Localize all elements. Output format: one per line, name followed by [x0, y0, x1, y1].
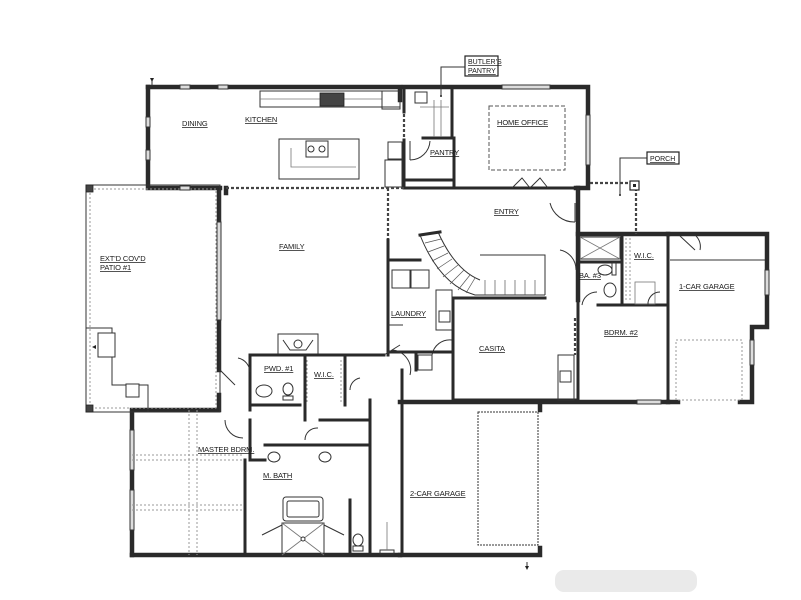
sink-icon	[255, 384, 273, 398]
butlers-pantry-label-1: BUTLER'S	[468, 59, 502, 66]
sink-icon	[603, 282, 617, 298]
laundry	[386, 238, 547, 402]
casita	[451, 249, 580, 402]
label-two-car-garage: 2-CAR GARAGE	[410, 489, 466, 498]
label-dining: DINING	[182, 119, 208, 128]
garage-door-icon	[675, 339, 743, 401]
label-home-office: HOME OFFICE	[497, 118, 548, 127]
sink-icon	[438, 310, 451, 323]
fridge-icon	[381, 90, 401, 110]
label-one-car-garage: 1-CAR GARAGE	[679, 282, 735, 291]
patio-outline	[85, 184, 221, 413]
label-wic-master: W.I.C.	[314, 370, 334, 379]
label-bath-3: BA. #3	[579, 271, 601, 280]
toilet-icon	[352, 533, 364, 547]
shower-icon	[579, 236, 621, 260]
toilet-icon	[282, 382, 294, 396]
porch	[590, 180, 640, 234]
porch-label: PORCH	[650, 156, 675, 163]
shower-icon	[281, 522, 325, 556]
label-laundry: LAUNDRY	[391, 309, 426, 318]
master-suite	[132, 353, 395, 557]
sink-icon	[267, 451, 281, 463]
one-car-garage	[670, 235, 765, 401]
label-family: FAMILY	[279, 242, 305, 251]
butlers-pantry-label-2: PANTRY	[468, 68, 496, 75]
column-icon	[85, 184, 94, 193]
home-office	[488, 105, 566, 189]
washer-icon	[391, 269, 411, 289]
bedroom-2-suite	[576, 232, 670, 404]
callouts: BUTLER'S PANTRY PORCH	[440, 55, 680, 196]
kitchen-fixtures	[259, 90, 403, 188]
sink-icon	[559, 370, 572, 383]
butlers-pantry-callout	[464, 55, 499, 77]
sink-icon	[125, 383, 140, 398]
room-labels: DINING KITCHEN PANTRY HOME OFFICE EXT'D …	[100, 115, 735, 498]
label-patio-line1: EXT'D COV'D	[100, 254, 146, 263]
label-kitchen: KITCHEN	[245, 115, 277, 124]
label-master-bedroom: MASTER BDRM.	[198, 445, 254, 454]
blurred-region	[555, 570, 697, 592]
dryer-icon	[410, 269, 430, 289]
label-master-bath: M. BATH	[263, 471, 292, 480]
label-casita: CASITA	[479, 344, 505, 353]
column-icon	[85, 404, 94, 413]
grill-icon	[97, 332, 116, 358]
sink-icon	[318, 451, 332, 463]
two-car-garage	[383, 344, 539, 557]
label-pantry: PANTRY	[430, 148, 459, 157]
range-icon	[319, 92, 345, 107]
label-wic-casita: W.I.C.	[634, 251, 654, 260]
label-bedroom-2: BDRM. #2	[604, 328, 638, 337]
markers	[150, 78, 529, 570]
label-entry: ENTRY	[494, 207, 519, 216]
label-powder-1: PWD. #1	[264, 364, 293, 373]
sink-icon	[414, 91, 428, 104]
windows	[129, 84, 770, 531]
sink-icon	[305, 140, 329, 158]
pantry-walls	[402, 85, 580, 190]
kitchen-island	[278, 138, 360, 180]
label-patio-line2: PATIO #1	[100, 263, 131, 272]
family-entry	[226, 186, 579, 355]
